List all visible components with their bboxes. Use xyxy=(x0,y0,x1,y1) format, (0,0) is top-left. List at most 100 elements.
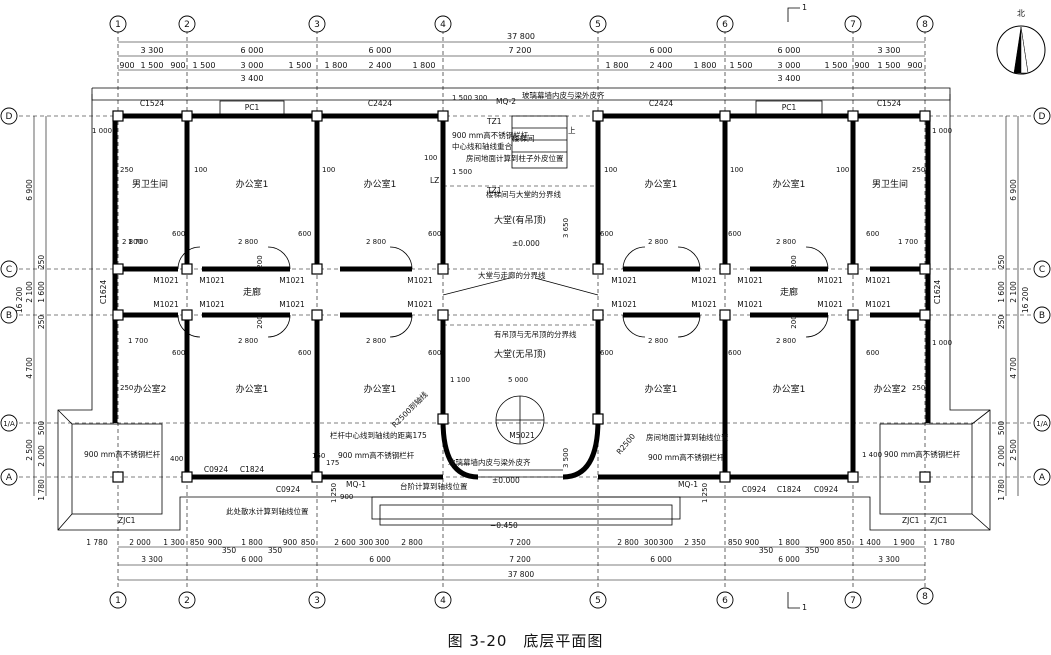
dim-seg: 300 xyxy=(659,538,674,547)
dim-side: 1 600 xyxy=(997,281,1006,303)
note-railing: 900 mm高不锈钢栏杆 xyxy=(84,449,161,459)
top-dimensions: 37 800 3 300 6 000 6 000 7 200 6 000 6 0… xyxy=(119,32,922,83)
dim-window: 3 400 xyxy=(241,74,264,83)
axis-label: A xyxy=(6,473,13,483)
dim-bay: 6 000 xyxy=(778,555,800,564)
dim-bay: 3 300 xyxy=(141,555,163,564)
dim-bay: 6 000 xyxy=(369,555,391,564)
door-label: M1021 xyxy=(737,300,763,309)
window-label: C2424 xyxy=(649,99,674,108)
axis-label: 1 xyxy=(115,596,121,606)
axis-label: 6 xyxy=(722,596,728,606)
small-dim-vert: 3 500 xyxy=(562,448,570,468)
dim-side: 6 900 xyxy=(25,179,34,201)
window-label: C0924 xyxy=(276,485,301,494)
small-dim: 150 xyxy=(312,452,325,460)
dim-seg: 2 400 xyxy=(369,61,392,70)
note-apron: 此处散水计算到轴线位置 xyxy=(226,506,309,516)
dim-side: 250 xyxy=(37,255,46,270)
dim-bay: 6 000 xyxy=(369,46,392,55)
small-dim: 1 000 xyxy=(932,127,952,135)
room-labels: 男卫生间 办公室1 办公室1 办公室1 办公室1 男卫生间 大堂(有吊顶) 走廊… xyxy=(132,178,908,395)
note-steps: 台阶计算到轴线位置 xyxy=(400,481,468,491)
small-dim: 600 xyxy=(728,230,741,238)
axis-label: 7 xyxy=(850,20,856,30)
note-curtain-wall-bottom: 玻璃幕墙内皮与梁外皮齐 xyxy=(448,457,531,467)
note-elev: ±0.000 xyxy=(512,239,540,248)
small-dim-vert: 3 650 xyxy=(562,218,570,238)
room-office: 办公室1 xyxy=(645,178,678,190)
dim-seg: 1 500 xyxy=(141,61,164,70)
dim-seg: 350 xyxy=(759,546,774,555)
dim-seg: 2 800 xyxy=(401,538,423,547)
dim-total: 37 800 xyxy=(508,570,534,579)
window-label: C1624 xyxy=(933,280,942,305)
dim-seg: 300 xyxy=(375,538,390,547)
small-dim: 100 xyxy=(424,154,437,162)
dim-seg: 2 400 xyxy=(650,61,673,70)
small-dim: 5 000 xyxy=(508,376,528,384)
dim-seg: 1 500 xyxy=(878,61,901,70)
small-dim: 1 500 xyxy=(452,94,472,102)
door-label: M1021 xyxy=(737,276,763,285)
small-dim: 2 800 xyxy=(366,238,386,246)
window-label: C1824 xyxy=(777,485,802,494)
small-dim: 600 xyxy=(172,349,185,357)
door-label: M1021 xyxy=(153,300,179,309)
note-railing: 900 mm高不锈钢栏杆 xyxy=(338,450,415,460)
note-stair-hall: 楼梯间与大堂的分界线 xyxy=(486,189,561,199)
small-dim: 600 xyxy=(172,230,185,238)
north-arrow: 北 xyxy=(996,9,1046,75)
small-dim: 600 xyxy=(600,349,613,357)
dim-total: 37 800 xyxy=(507,32,535,41)
axis-label: C xyxy=(1039,265,1045,275)
door-swings xyxy=(177,246,829,445)
small-dim: 100 xyxy=(322,166,335,174)
dim-bay: 7 200 xyxy=(509,46,532,55)
small-dim-vert: 200 xyxy=(790,255,798,268)
dim-side: 1 780 xyxy=(37,479,46,501)
dim-side: 2 100 xyxy=(1009,281,1018,303)
small-dim: 250 xyxy=(120,384,133,392)
axis-label: 1/A xyxy=(3,420,15,428)
dim-seg: 1 800 xyxy=(694,61,717,70)
dim-seg: 300 xyxy=(644,538,659,547)
room-corridor: 走廊 xyxy=(243,286,261,298)
dim-side: 16 200 xyxy=(1021,287,1030,313)
small-dim: 600 xyxy=(600,230,613,238)
left-dimensions: 6 900 2 100 1 600 250 250 4 700 2 500 2 … xyxy=(15,179,46,501)
dim-seg: 850 xyxy=(728,538,743,547)
small-dim-vert: 200 xyxy=(790,315,798,328)
dim-seg: 350 xyxy=(222,546,237,555)
small-dim: 250 xyxy=(912,384,925,392)
dim-seg: 900 xyxy=(208,538,223,547)
small-dim: 1 700 xyxy=(128,238,148,246)
dim-seg: 1 500 xyxy=(193,61,216,70)
section-marks: 1 1 xyxy=(787,3,807,612)
room-office: 办公室1 xyxy=(645,383,678,395)
window-label: C0924 xyxy=(204,465,229,474)
dim-seg: 1 500 xyxy=(825,61,848,70)
dim-seg: 900 xyxy=(119,61,134,70)
door-label: M1021 xyxy=(279,276,305,285)
window-label: PC1 xyxy=(782,103,797,112)
dim-seg: 900 xyxy=(745,538,760,547)
dim-seg: 350 xyxy=(268,546,283,555)
axis-label: 6 xyxy=(722,20,728,30)
room-office: 办公室1 xyxy=(773,178,806,190)
small-dim-vert: 1 250 xyxy=(330,483,338,503)
axis-label: D xyxy=(6,112,13,122)
dim-seg: 900 xyxy=(820,538,835,547)
small-dim: 2 800 xyxy=(122,238,142,246)
dim-seg: 3 000 xyxy=(778,61,801,70)
small-dim: 600 xyxy=(428,349,441,357)
dim-seg: 900 xyxy=(170,61,185,70)
note-ceiling-line: 有吊顶与无吊顶的分界线 xyxy=(494,329,577,339)
room-toilet: 男卫生间 xyxy=(872,178,908,190)
small-dim: 1 100 xyxy=(450,376,470,384)
note-floor-level: 房间地面计算到柱子外皮位置 xyxy=(466,153,564,163)
dim-side: 1 600 xyxy=(37,281,46,303)
dim-seg: 1 400 xyxy=(859,538,881,547)
axis-label: 2 xyxy=(184,596,190,606)
dim-seg: 1 780 xyxy=(933,538,955,547)
